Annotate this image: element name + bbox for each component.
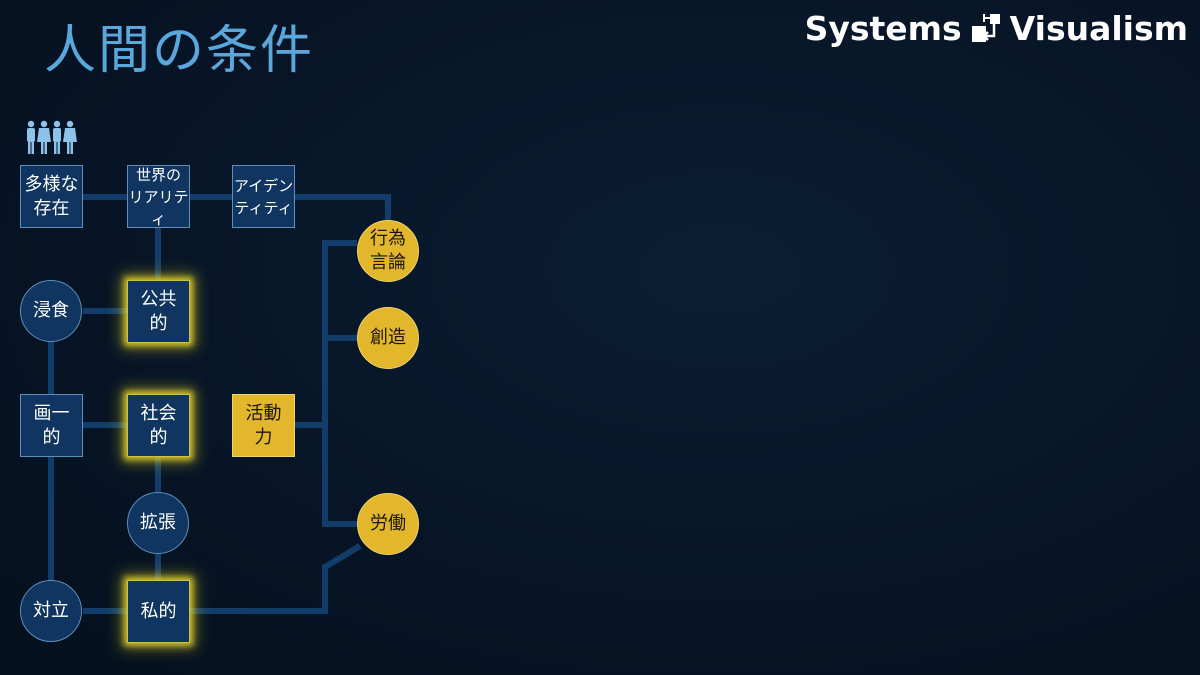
brand-text-visualism: Visualism [1009,8,1188,48]
node-social: 社会 的 [127,394,190,457]
connector-identity-action [295,194,391,220]
node-uniform: 画一 的 [20,394,83,457]
page-title: 人間の条件 [44,21,315,81]
node-labor: 労働 [357,493,419,555]
node-action-speech: 行為 言論 [357,220,419,282]
node-private: 私的 [127,580,190,643]
connector-tree-spine [322,240,357,527]
node-activity: 活動 力 [232,394,295,457]
node-creation: 創造 [357,307,419,369]
node-diverse-existence: 多様な 存在 [20,165,83,228]
node-erosion: 浸食 [20,280,82,342]
systems-visualism-logo-icon [971,14,1000,42]
node-opposition: 対立 [20,580,82,642]
node-public: 公共 的 [127,280,190,343]
brand-text-systems: Systems [804,8,962,48]
node-expansion: 拡張 [127,492,189,554]
people-group-icon [27,120,77,154]
node-identity: アイデン ティティ [232,165,295,228]
brand-logo: Systems Visualism [805,8,1188,48]
node-world-reality: 世界の リアリティ [127,165,190,228]
connector-private-labor [190,543,362,614]
